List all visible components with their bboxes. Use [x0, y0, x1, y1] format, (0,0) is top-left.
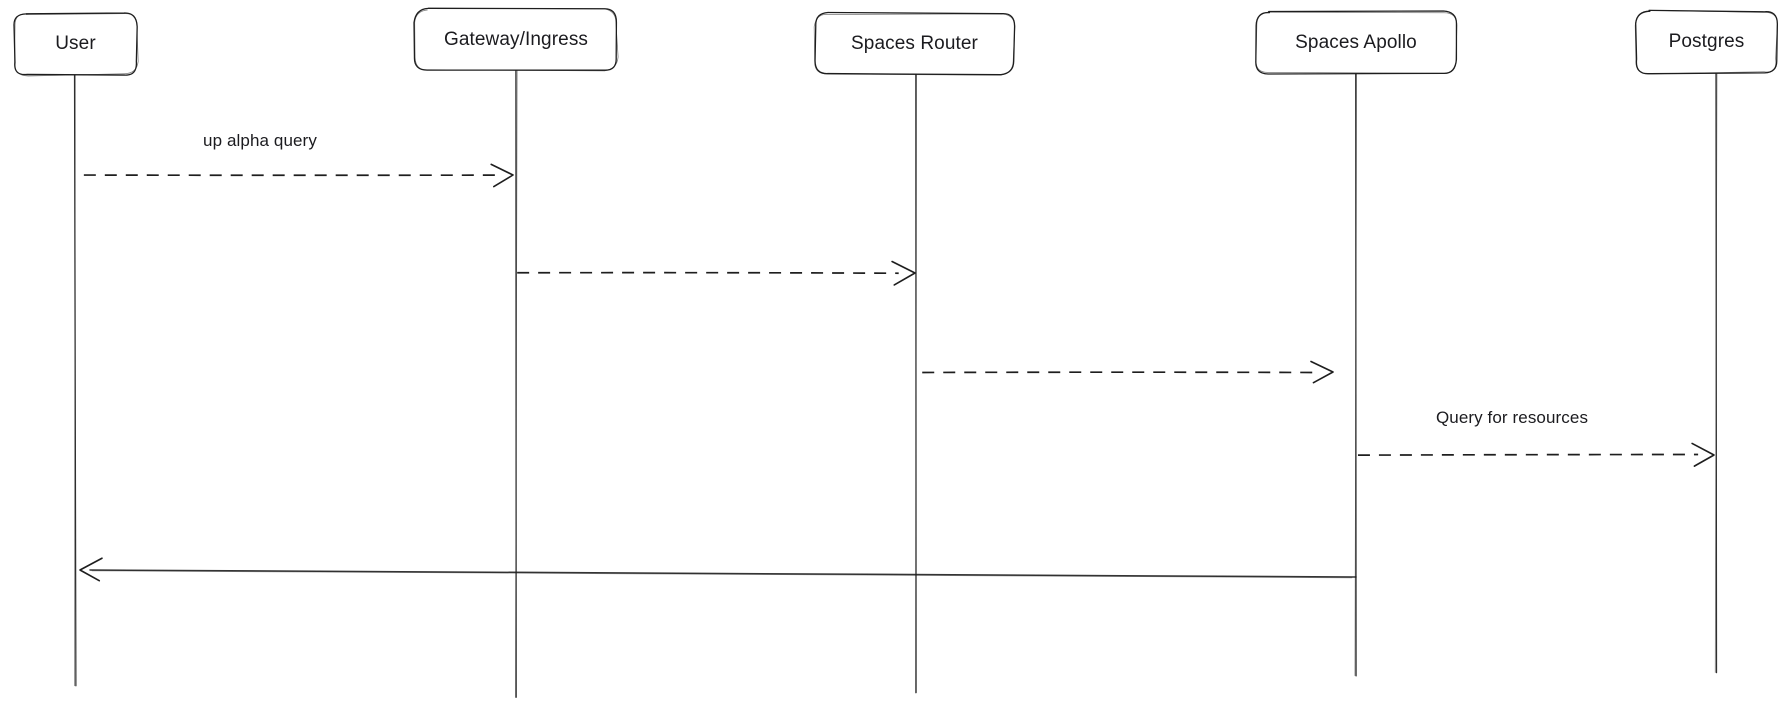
lifeline-postgres	[1714, 72, 1718, 674]
message-msg-3	[922, 360, 1334, 384]
lifeline-spaces-router	[915, 73, 918, 694]
participant-spaces-apollo[interactable]	[1256, 12, 1456, 73]
participant-gateway[interactable]	[415, 9, 617, 70]
message-arrow-msg-5[interactable]	[80, 559, 1356, 581]
participant-box-user	[13, 12, 139, 77]
lifeline-spaces-router[interactable]	[909, 74, 923, 693]
participant-user[interactable]	[14, 13, 137, 75]
participant-box-spaces-router	[813, 11, 1016, 76]
message-msg-5	[79, 557, 1357, 582]
participant-postgres[interactable]	[1636, 11, 1777, 73]
lifeline-spaces-apollo	[1354, 72, 1358, 677]
message-arrow-msg-2[interactable]	[517, 262, 915, 284]
participant-box-postgres	[1634, 9, 1779, 75]
message-msg-2	[517, 260, 916, 286]
lifeline-user[interactable]	[68, 75, 82, 686]
message-msg-4	[1357, 442, 1715, 467]
message-arrow-msg-3[interactable]	[922, 361, 1333, 383]
participant-box-spaces-apollo	[1255, 10, 1458, 75]
message-arrow-msg-4[interactable]	[1358, 444, 1714, 466]
messages-layer	[79, 163, 1715, 582]
message-arrow-msg-1[interactable]	[84, 164, 513, 186]
lifeline-gateway	[515, 69, 518, 698]
message-msg-1	[83, 163, 514, 188]
lifeline-postgres[interactable]	[1709, 73, 1723, 673]
lifelines-layer	[73, 69, 1718, 698]
participant-box-gateway	[413, 7, 619, 72]
participant-spaces-router[interactable]	[815, 13, 1014, 74]
participant-boxes-layer	[13, 7, 1779, 77]
lifeline-user	[73, 74, 77, 687]
lifeline-spaces-apollo[interactable]	[1349, 73, 1363, 676]
